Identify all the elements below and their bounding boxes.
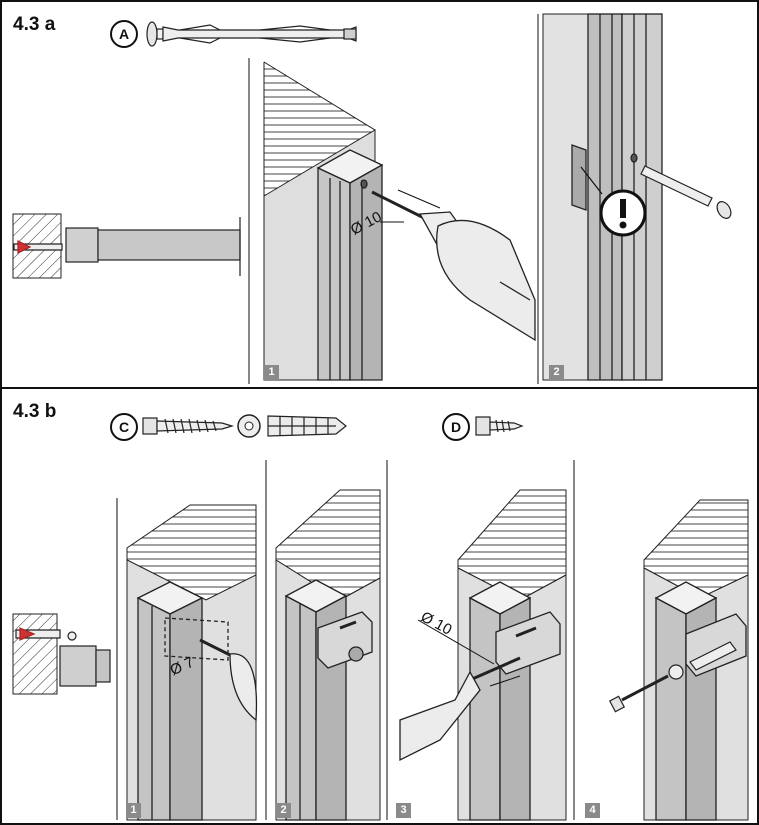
profile-b3 <box>468 581 561 821</box>
washer-icon <box>237 414 261 438</box>
dimension-arrows-a1 <box>380 189 441 223</box>
step-badge: 1 <box>264 365 279 380</box>
bracket-section-b <box>15 627 111 687</box>
section-title-4-3-a: 4.3 a <box>13 14 56 35</box>
drill-icon <box>199 638 258 722</box>
drill-icon <box>399 656 521 762</box>
wall-plug-icon <box>267 415 347 437</box>
profile-b1 <box>136 581 229 821</box>
profile-a1 <box>316 149 384 381</box>
section-title-4-3-b: 4.3 b <box>13 401 57 422</box>
anchor-bolt-icon <box>146 21 357 47</box>
anchor-bolt-a2 <box>630 153 732 219</box>
wood-screw-icon <box>142 417 235 435</box>
profile-b2 <box>284 579 373 821</box>
bracket-section-a <box>13 217 241 276</box>
step-badge: 1 <box>126 803 141 818</box>
step-badge: 2 <box>549 365 564 380</box>
step-badge: 3 <box>396 803 411 818</box>
profile-b4 <box>654 581 747 821</box>
part-label-d: D <box>442 413 470 441</box>
drill-icon <box>371 190 536 342</box>
dimension-arrows-b3 <box>417 619 521 687</box>
warning-exclamation-icon <box>580 166 647 237</box>
wall-section-b <box>12 613 58 695</box>
part-label-a: A <box>110 20 138 48</box>
step-badge: 2 <box>276 803 291 818</box>
part-label-c: C <box>110 413 138 441</box>
hex-screw-icon <box>475 416 524 436</box>
screw-and-plug-b4 <box>608 641 737 713</box>
step-badge: 4 <box>585 803 600 818</box>
